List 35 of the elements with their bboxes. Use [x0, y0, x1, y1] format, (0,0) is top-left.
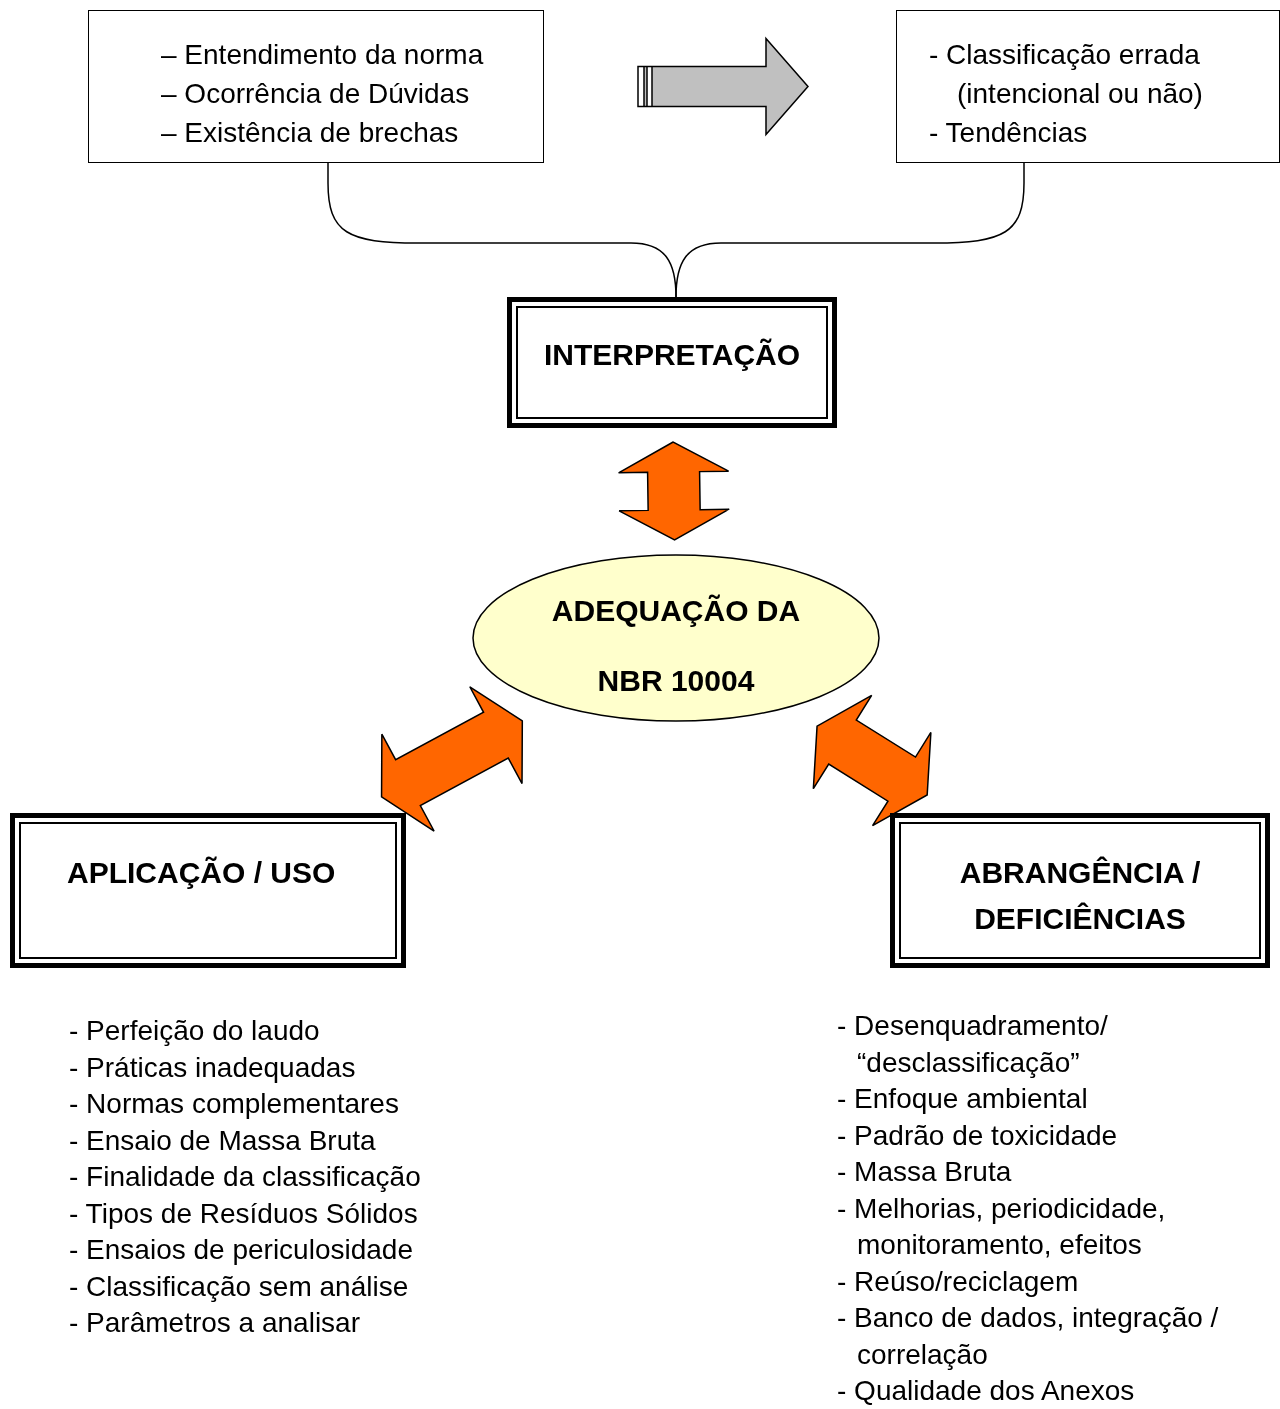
heading: ABRANGÊNCIA / DEFICIÊNCIAS [958, 855, 1202, 937]
heading: ADEQUAÇÃO DA NBR 10004 [550, 593, 802, 699]
list-item: - Melhorias, periodicidade, monitoramento, efeitos [837, 1191, 1167, 1262]
brace-connector [675, 162, 1025, 298]
block-arrow [617, 441, 730, 541]
heading: INTERPRETAÇÃO [542, 337, 802, 373]
list-item: - Práticas inadequadas [69, 1050, 357, 1085]
list-item: - Massa Bruta [837, 1155, 1013, 1189]
list-item: - Classificação sem análise [69, 1269, 410, 1304]
block-arrow [637, 36, 809, 137]
list-item: - Reúso/reciclagem [837, 1264, 1080, 1299]
heading: APLICAÇÃO / USO [67, 855, 337, 891]
list-item: - Perfeição do laudo [69, 1014, 321, 1048]
list-item: - Ensaio de Massa Bruta [69, 1123, 377, 1158]
list-item: - Tipos de Resíduos Sólidos [69, 1196, 419, 1231]
list-item: - Ensaios de periculosidade [69, 1233, 414, 1267]
text-box [88, 10, 544, 163]
block-arrow [812, 694, 932, 827]
list-item: - Normas complementares [69, 1087, 400, 1121]
list-item: - Tendências [929, 116, 1089, 150]
list-item: – Ocorrência de Dúvidas [161, 77, 471, 111]
list-item: - Banco de dados, integração / correlação [837, 1301, 1220, 1372]
list-item: - Parâmetros a analisar [69, 1306, 361, 1340]
list-item: - Padrão de toxicidade [837, 1118, 1119, 1153]
list-item: - Classificação errada (intencional ou não) [929, 38, 1204, 111]
list-item: - Finalidade da classificação [69, 1160, 422, 1194]
title-box [507, 297, 837, 428]
title-ellipse [472, 554, 880, 722]
list-item: - Enfoque ambiental [837, 1082, 1089, 1116]
list-item: - Qualidade dos Anexos [837, 1374, 1136, 1408]
list-item: – Existência de brechas [161, 116, 460, 150]
list-item: – Entendimento da norma [161, 38, 485, 72]
block-arrow [380, 686, 524, 832]
list-item: - Desenquadramento/ “desclassificação” [837, 1009, 1109, 1080]
text-box [896, 10, 1280, 163]
